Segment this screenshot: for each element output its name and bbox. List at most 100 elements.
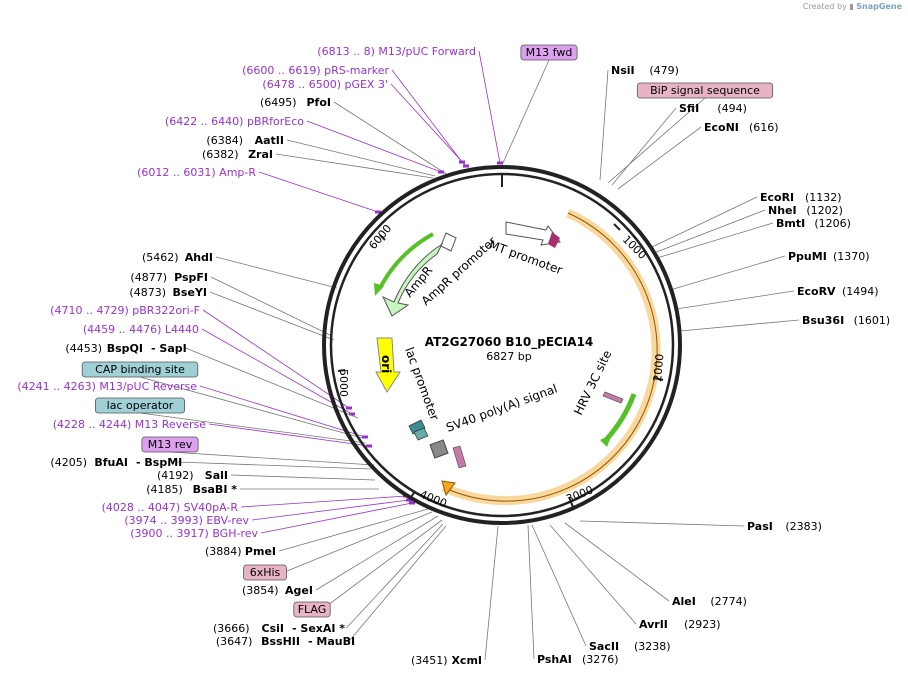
ampr-promoter-shape[interactable] [440, 232, 457, 252]
bspqi-site-label: BspQI [107, 342, 143, 355]
cap-binding-site-leader-line [139, 376, 363, 439]
bspqi-site-position: (4453) [65, 342, 102, 355]
nsii-site-position: (479) [649, 64, 679, 77]
lac-operator-leader-line [139, 412, 367, 444]
ecorv-site-label: EcoRV [797, 285, 836, 298]
ecorv-leader-line [675, 290, 795, 310]
flag-box-label: FLAG [298, 603, 327, 616]
bsu36i-site-position: (1601) [854, 314, 891, 327]
lac-promoter-label: lac promoter [402, 345, 441, 422]
snapgene-credit: Created by ▮ SnapGene [803, 2, 902, 11]
pasi-leader-line [579, 520, 745, 527]
bip-signal-sequence-leader-line [607, 97, 706, 184]
lac-operator-box[interactable] [95, 397, 185, 414]
bfuai-leader-line [177, 461, 372, 470]
m13-fwd-leader-line [502, 59, 550, 164]
econi-site-position: (616) [749, 121, 779, 134]
alei-leader-line [564, 522, 670, 602]
bfuai-site-position: (4205) [50, 456, 87, 469]
xcmi-site-label: XcmI [451, 654, 482, 667]
sali-site-position: (4192) [157, 469, 194, 482]
sfii-site-position: (494) [717, 102, 747, 115]
pmei-site-label: PmeI [245, 545, 276, 558]
ahdi-leader-line [215, 256, 338, 289]
bip-signal-sequence-box[interactable] [636, 82, 774, 99]
m13-reverse-leader-line [208, 423, 370, 447]
flag-box[interactable] [293, 601, 331, 618]
m13-puc-forward-primer-label: (6813 .. 8) M13/pUC Forward [317, 45, 476, 58]
zrai-site-position: (6382) [202, 148, 239, 161]
pspfi-site-label: PspFI [174, 271, 208, 284]
cap-binding-marker [408, 419, 426, 435]
bsabi-site-label: BsaBI * [193, 483, 238, 496]
alei-site-position: (2774) [710, 595, 747, 608]
ahdi-site-label: AhdI [185, 251, 213, 264]
alei-site-label: AleI [672, 595, 696, 608]
pfoi-leader-line [333, 101, 449, 176]
bsabi-site-position: (4185) [146, 483, 183, 496]
m13-rev-leader-line [169, 451, 375, 466]
sv40pa-r-primer-label: (4028 .. 4047) SV40pA-R [102, 501, 239, 514]
prs-marker-primer-label: (6600 .. 6619) pRS-marker [242, 64, 389, 77]
ebv-rev-primer-marker [406, 498, 412, 502]
ecori-leader-line [649, 196, 758, 249]
ebv-rev-leader-line [251, 499, 410, 521]
pasi-site-label: PasI [747, 520, 773, 533]
snapgene-logo-icon: ▮ [849, 2, 854, 11]
cap-binding-site-box[interactable] [81, 361, 199, 378]
zrai-site-label: ZraI [248, 148, 273, 161]
lac-operator-marker [413, 427, 429, 441]
aatii-site-position: (6384) [206, 134, 243, 147]
bsshii-extra-site-label: - MauBI [308, 635, 355, 648]
lac-operator-box-label: lac operator [107, 399, 174, 412]
amp-r-primer-arrow [378, 232, 434, 289]
econi-site-label: EcoNI [704, 121, 739, 134]
bmti-site-label: BmtI [776, 217, 805, 230]
tick-5000: 5000 [337, 369, 350, 397]
insert-cds-arrowhead [441, 480, 456, 497]
sali-leader-line [230, 474, 376, 481]
amp-r-leader-line [258, 171, 379, 213]
backbone-outer-ring [322, 165, 682, 525]
bseyi-leader-line [209, 291, 335, 341]
ampr-arrow[interactable] [381, 242, 444, 317]
cap-binding-site-box-label: CAP binding site [95, 363, 185, 376]
ppumi-site-position: (1370) [833, 250, 870, 263]
ebv-rev-primer-label: (3974 .. 3993) EBV-rev [124, 514, 249, 527]
agei-site-position: (3854) [242, 584, 279, 597]
sfii-leader-line [611, 107, 677, 186]
insert-cds-arc[interactable] [441, 208, 661, 506]
nsii-leader-line [599, 69, 609, 181]
xcmi-leader-line [484, 525, 499, 661]
m13-fwd-box-label: M13 fwd [526, 46, 573, 59]
pfoi-site-label: PfoI [307, 96, 332, 109]
pbrforeco-leader-line [306, 120, 442, 173]
bfuai-site-label: BfuAI [94, 456, 128, 469]
m13-rev-box[interactable] [141, 436, 199, 453]
sv40-square[interactable] [429, 439, 449, 459]
6xhis-box[interactable] [243, 564, 287, 581]
csii-site-label: CsiI [262, 622, 284, 635]
sv40pa-r-leader-line [240, 495, 407, 508]
m13-fwd-box[interactable] [520, 44, 578, 61]
pshai-site-label: PshAI [537, 653, 572, 666]
nsii-site-label: NsiI [611, 64, 635, 77]
bmti-leader-line [656, 222, 774, 259]
sv40-label: SV40 poly(A) signal [444, 382, 559, 435]
flag-marker [452, 445, 467, 469]
m13-puc-reverse-primer-marker [362, 435, 368, 439]
m13-puc-reverse-leader-line [199, 385, 366, 438]
insert-cds-arc-core [444, 212, 658, 502]
csii-leader-line [346, 523, 444, 629]
sacii-site-position: (3238) [634, 640, 671, 653]
aatii-site-label: AatII [255, 134, 284, 147]
xcmi-site-position: (3451) [411, 654, 448, 667]
ppumi-leader-line [669, 255, 786, 291]
aatii-leader-line [286, 139, 436, 177]
l4440-leader-line [201, 328, 353, 415]
plasmid-name: AT2G27060 B10_pECIA14 [425, 335, 594, 350]
pgex-3-leader-line [390, 83, 467, 167]
hrv-3c-arrowhead [600, 434, 612, 447]
ori-arrow[interactable] [375, 337, 401, 393]
